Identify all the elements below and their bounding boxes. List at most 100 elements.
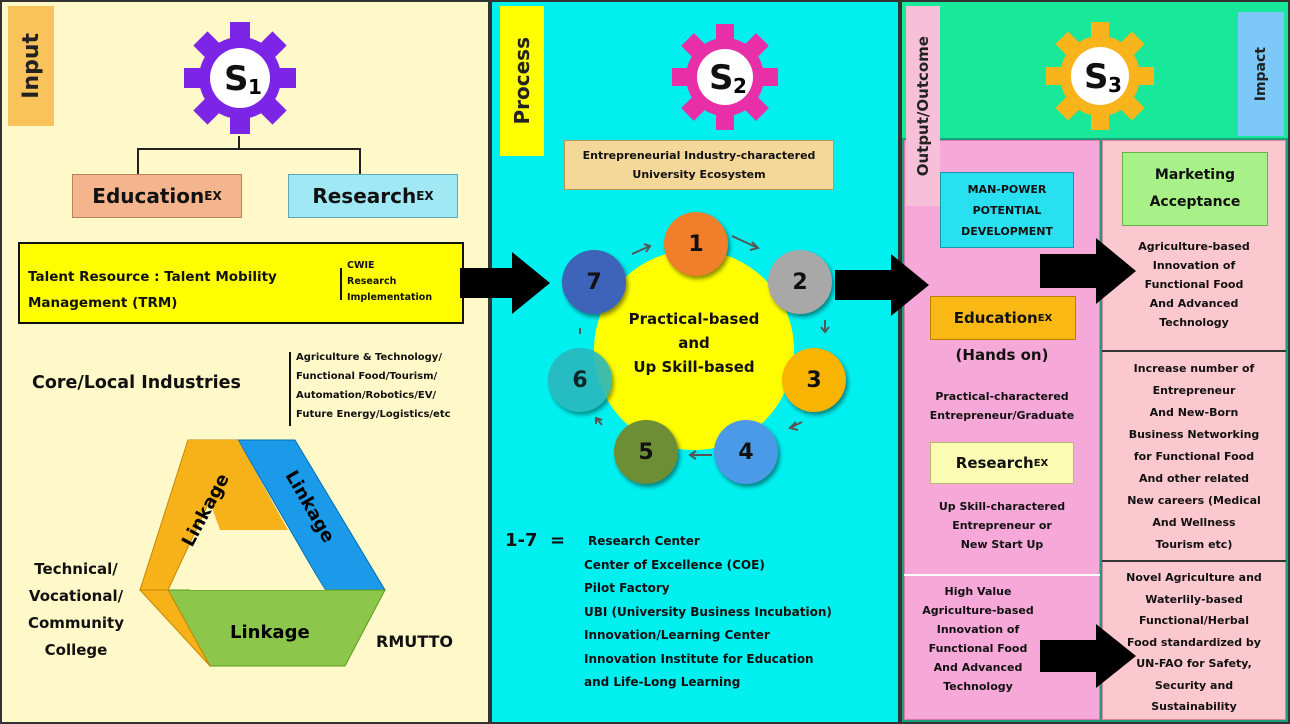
center-line: Practical-based (628, 310, 760, 328)
increase-line: Entrepreneur (1152, 384, 1236, 397)
linkage-bottom-label: Linkage (230, 622, 310, 643)
manpower-box: MAN-POWER POTENTIAL DEVELOPMENT (940, 172, 1074, 248)
arrow-right-icon (460, 252, 550, 314)
input-tag: Input (8, 6, 54, 126)
technical-line: College (44, 641, 108, 659)
legend-item: Innovation Institute for Education (584, 651, 814, 666)
gear-s2-icon: S 2 (672, 24, 778, 130)
ecosystem-box: Entrepreneurial Industry-charactered Uni… (564, 140, 834, 190)
increase-line: Tourism etc) (1155, 538, 1233, 551)
gear-s3-letter: S (1084, 57, 1109, 97)
research-label: Research (312, 184, 417, 208)
legend-item: Research Center (588, 534, 700, 548)
ecosystem-line: University Ecosystem (632, 168, 766, 181)
increase-line: Increase number of (1133, 362, 1255, 375)
novel-line: UN-FAO for Safety, (1136, 657, 1252, 670)
marketing-box: Marketing Acceptance (1122, 152, 1268, 226)
industry-item: Automation/Robotics/EV/ (296, 390, 437, 401)
legend-list: Research Center Center of Excellence (CO… (584, 530, 832, 695)
rmutto-label: RMUTTO (376, 632, 454, 651)
upskill-text: Up Skill-charactered Entrepreneur or New… (904, 497, 1100, 554)
cycle-node-4: 4 (714, 420, 778, 484)
talent-side-item: CWIE (347, 260, 375, 271)
center-line: Up Skill-based (633, 358, 755, 376)
cycle-arrow-icons (579, 235, 830, 460)
impact-tag-label: Impact (1253, 46, 1269, 102)
education-label: Education (92, 184, 205, 208)
tree-connector (137, 148, 139, 174)
ecosystem-line: Entrepreneurial Industry-charactered (582, 149, 816, 162)
gear-s1-sub: 1 (248, 75, 262, 99)
increase-line: New careers (Medical (1127, 494, 1261, 507)
talent-divider (340, 268, 342, 300)
gear-s3-icon: S 3 (1046, 22, 1154, 130)
industries-list: Agriculture & Technology/ Functional Foo… (296, 348, 451, 424)
impact-divider (1102, 350, 1286, 352)
novel-text: Novel Agriculture and Waterlily-based Fu… (1104, 567, 1284, 718)
linkage-hole (190, 530, 325, 590)
legend-item: Pilot Factory (584, 581, 670, 595)
novel-line: Sustainability (1151, 700, 1237, 713)
output-divider (904, 574, 1100, 576)
linkage-left-inner (188, 440, 288, 530)
high-value-line: High Value (944, 585, 1012, 598)
novel-line: Novel Agriculture and (1126, 571, 1262, 584)
talent-side: CWIE Research Implementation (347, 258, 457, 306)
high-value-line: Technology (943, 680, 1013, 693)
increase-line: And other related (1138, 472, 1250, 485)
output-tag-label: Output/Outcome (914, 35, 932, 177)
research-output-label: Research (955, 454, 1034, 472)
talent-text: Talent Resource : Talent Mobility Manage… (28, 269, 277, 311)
output-tag: Output/Outcome (906, 6, 940, 206)
industries-divider (289, 352, 291, 426)
marketing-line: Acceptance (1149, 194, 1241, 210)
cycle-node-1: 1 (664, 212, 728, 276)
education-sub: EX (204, 189, 222, 203)
upskill-line: Up Skill-charactered (938, 500, 1066, 513)
legend-item: Innovation/Learning Center (584, 628, 770, 642)
industry-item: Future Energy/Logistics/etc (296, 409, 451, 420)
linkage-corner (138, 589, 211, 667)
practical-text: Practical-charactered Entrepreneur/Gradu… (904, 387, 1100, 425)
upskill-line: New Start Up (960, 538, 1044, 551)
arrow-right-icon (1040, 238, 1136, 304)
agri-line: Functional Food (1144, 278, 1244, 291)
technical-college-label: Technical/ Vocational/ Community College (16, 556, 136, 664)
education-output-sub: EX (1037, 312, 1053, 324)
agri-line: Innovation of (1152, 259, 1236, 272)
practical-line: Entrepreneur/Graduate (929, 409, 1075, 422)
education-output-label: Education (953, 309, 1038, 327)
high-value-line: And Advanced (933, 661, 1023, 674)
center-line: and (678, 334, 710, 352)
marketing-line: Marketing (1154, 167, 1236, 183)
tree-connector (238, 136, 240, 150)
talent-box: Talent Resource : Talent Mobility Manage… (18, 242, 464, 324)
arrow-right-icon (835, 254, 929, 316)
research-sub: EX (416, 189, 434, 203)
legend-item: and Life-Long Learning (584, 675, 741, 689)
input-tag-label: Input (18, 33, 44, 99)
high-value-text: High Value Agriculture-based Innovation … (904, 582, 1052, 696)
legend-item: Center of Excellence (COE) (584, 557, 765, 572)
gear-s3-sub: 3 (1108, 73, 1122, 97)
research-output-sub: EX (1033, 457, 1049, 469)
impact-divider (1102, 560, 1286, 562)
process-tag: Process (500, 6, 544, 156)
agri-line: And Advanced (1149, 297, 1239, 310)
technical-line: Technical/ (34, 560, 118, 578)
agri-text: Agriculture-based Innovation of Function… (1104, 237, 1284, 332)
manpower-line: DEVELOPMENT (961, 224, 1053, 238)
tree-connector (137, 148, 361, 150)
manpower-line: POTENTIAL (972, 203, 1042, 217)
high-value-line: Functional Food (928, 642, 1028, 655)
cycle-node-3: 3 (782, 348, 846, 412)
gear-s1-icon: S 1 (184, 22, 296, 134)
technical-line: Community (27, 614, 125, 632)
novel-line: Functional/Herbal (1139, 614, 1249, 627)
gear-s1-letter: S (224, 59, 249, 99)
cycle-node-5: 5 (614, 420, 678, 484)
cycle-node-7: 7 (562, 250, 626, 314)
